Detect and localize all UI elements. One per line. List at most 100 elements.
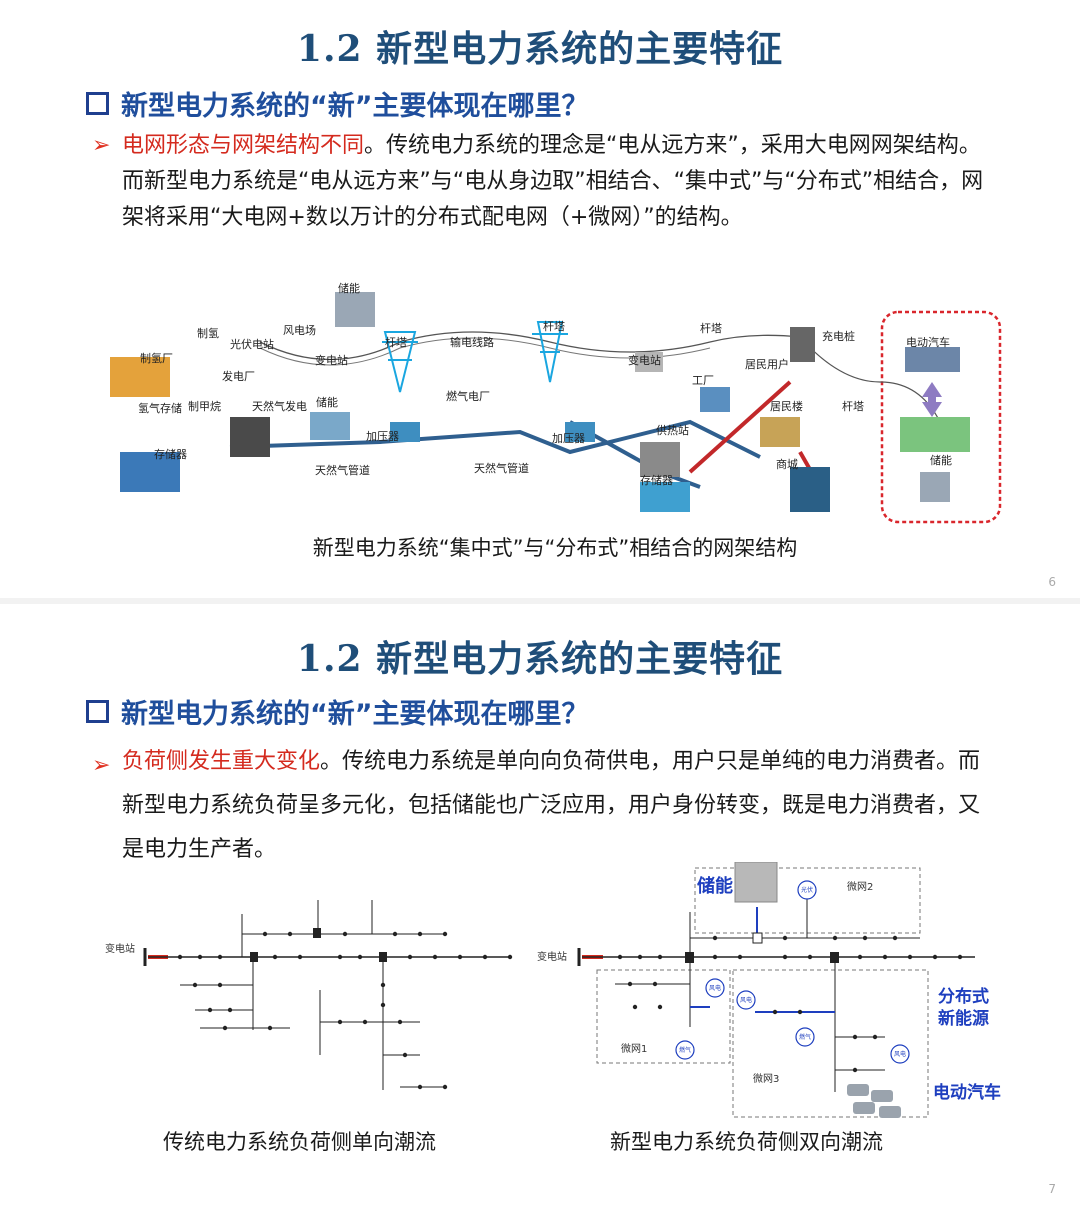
storage-top-icon <box>335 292 375 327</box>
label-substation: 变电站 <box>105 942 135 955</box>
bullet-paragraph: ➢ 电网形态与网架结构不同。传统电力系统的理念是“电从远方来”，采用大电网网架结… <box>92 128 992 236</box>
gas-icon <box>675 1040 695 1060</box>
label-mg3: 微网3 <box>753 1072 779 1085</box>
ev-cars-icon <box>847 1084 901 1118</box>
label-tank: 存储器 <box>154 447 187 461</box>
label-factory: 工厂 <box>692 374 714 387</box>
storage-right-icon <box>920 472 950 502</box>
compressor-icon-2 <box>565 422 595 442</box>
label-tank-2: 存储器 <box>640 473 673 487</box>
mall-icon <box>790 467 830 512</box>
ev-label: 电动汽车 <box>933 1083 1001 1103</box>
substation-icon <box>635 352 663 372</box>
label-res-bldg: 居民楼 <box>770 399 803 413</box>
wind-label-3: 风电 <box>894 1050 906 1058</box>
residential-icon <box>760 417 800 447</box>
arrow-bullet-icon: ➢ <box>92 133 111 158</box>
factory-icon <box>700 387 730 412</box>
label-h2-plant: 制氢厂 <box>140 351 173 365</box>
wind-label-2: 风电 <box>740 996 752 1004</box>
bullet-highlight: 负荷侧发生重大变化 <box>122 749 321 774</box>
subtitle-text: 新型电力系统的“新”主要体现在哪里？ <box>121 91 589 122</box>
label-gas-power: 燃气电厂 <box>446 389 490 403</box>
label-tower-3: 杆塔 <box>700 321 722 335</box>
gas-label-2: 燃气 <box>799 1033 811 1041</box>
label-pv: 光伏电站 <box>230 337 274 351</box>
grid-structure-diagram: 储能 风电场 光伏电站 制氢厂 制氢 发电厂 变电站 杆塔 输电线路 杆塔 杆塔… <box>110 282 1002 524</box>
label-residents: 居民用户 <box>745 357 789 371</box>
gas-pipeline <box>229 419 761 459</box>
distributed-renewable-label: 分布式 新能源 <box>938 986 989 1030</box>
wind-icon-2 <box>736 990 756 1010</box>
slide-6: 1.2 新型电力系统的主要特征 新型电力系统的“新”主要体现在哪里？ ➢ 电网形… <box>0 0 1080 600</box>
dist-label-1: 分布式 <box>938 987 989 1007</box>
slide-title: 1.2 新型电力系统的主要特征 <box>296 28 784 70</box>
label-heat: 供热站 <box>656 423 689 437</box>
tower-icon <box>382 321 568 393</box>
page-number: 7 <box>1048 1182 1056 1196</box>
label-tower-4: 杆塔 <box>842 399 864 413</box>
wind-icon-3 <box>890 1044 910 1064</box>
microgrid-icon <box>900 417 970 452</box>
label-storage-mid: 储能 <box>316 395 338 409</box>
label-line: 输电线路 <box>450 335 494 349</box>
pv-label: 光伏 <box>801 886 813 894</box>
gas-label: 燃气 <box>679 1046 691 1054</box>
slide-subtitle: 新型电力系统的“新”主要体现在哪里？ <box>86 84 589 123</box>
gas-icon-2 <box>795 1027 815 1047</box>
label-substation: 变电站 <box>537 950 567 963</box>
transmission-line-2 <box>259 337 711 366</box>
arrow-bullet-icon: ➢ <box>92 753 111 778</box>
right-caption: 新型电力系统负荷侧双向潮流 <box>610 1130 883 1154</box>
bullet-text: 。传统电力系统是单向向负荷供电，用户只是单纯的电力消费者。而新型电力系统负荷呈多… <box>122 749 981 862</box>
gas-plant-icon <box>230 417 270 457</box>
left-caption: 传统电力系统负荷侧单向潮流 <box>163 1130 436 1154</box>
tank-icon <box>120 452 180 492</box>
bullet-highlight: 电网形态与网架结构不同 <box>122 133 365 158</box>
square-bullet-icon <box>86 92 109 115</box>
label-mall: 商城 <box>776 457 798 471</box>
label-methane: 制甲烷 <box>188 399 221 413</box>
charger-icon <box>790 327 815 362</box>
label-pipe-2: 天然气管道 <box>474 461 529 475</box>
label-storage-top: 储能 <box>338 282 360 295</box>
subtitle-text: 新型电力系统的“新”主要体现在哪里？ <box>121 699 589 730</box>
storage-battery-icon <box>734 862 778 903</box>
label-storage-right: 储能 <box>930 453 952 467</box>
label-substation-1: 变电站 <box>315 353 348 367</box>
label-ev: 电动汽车 <box>906 335 950 349</box>
label-mg1: 微网1 <box>621 1042 647 1055</box>
power-line-red <box>688 380 792 474</box>
microgrid-3-box <box>732 969 929 1118</box>
new-feeder-diagram: 微网2 微网1 微网3 变电站 <box>537 862 975 1118</box>
label-h2-make: 制氢 <box>197 326 219 340</box>
microgrid-1-box <box>596 969 731 1064</box>
label-compressor-1: 加压器 <box>366 430 399 443</box>
dist-label-2: 新能源 <box>938 1009 989 1029</box>
traditional-feeder-diagram: 变电站 <box>105 900 513 1090</box>
load-nodes <box>177 931 513 1090</box>
tank-2-icon <box>640 482 690 512</box>
bullet-paragraph: ➢ 负荷侧发生重大变化。传统电力系统是单向向负荷供电，用户只是单纯的电力消费者。… <box>92 740 992 872</box>
slide-separator <box>0 598 1080 606</box>
label-charging: 充电桩 <box>822 329 855 343</box>
label-pipe-1: 天然气管道 <box>315 463 370 477</box>
distribution-line <box>799 336 941 423</box>
heat-station-icon <box>640 442 680 477</box>
figure-caption: 新型电力系统“集中式”与“分布式”相结合的网架结构 <box>312 536 798 560</box>
compressor-icon <box>390 422 420 442</box>
transmission-line <box>259 331 801 361</box>
bullet-text: 。传统电力系统的理念是“电从远方来”，采用大电网网架结构。而新型电力系统是“电从… <box>122 133 984 230</box>
ev-icon <box>905 347 960 372</box>
wind-icon <box>705 978 725 998</box>
square-bullet-icon <box>86 700 109 723</box>
storage-label: 储能 <box>697 876 733 897</box>
label-substation-2: 变电站 <box>628 353 661 367</box>
wind-label: 风电 <box>709 984 721 992</box>
load-nodes <box>617 935 963 1073</box>
label-gas-gen: 天然气发电 <box>252 399 307 413</box>
label-tower-1: 杆塔 <box>385 335 407 349</box>
label-h2-store: 氢气存储 <box>138 401 182 415</box>
label-wind: 风电场 <box>283 323 316 337</box>
page-number: 6 <box>1048 575 1056 589</box>
